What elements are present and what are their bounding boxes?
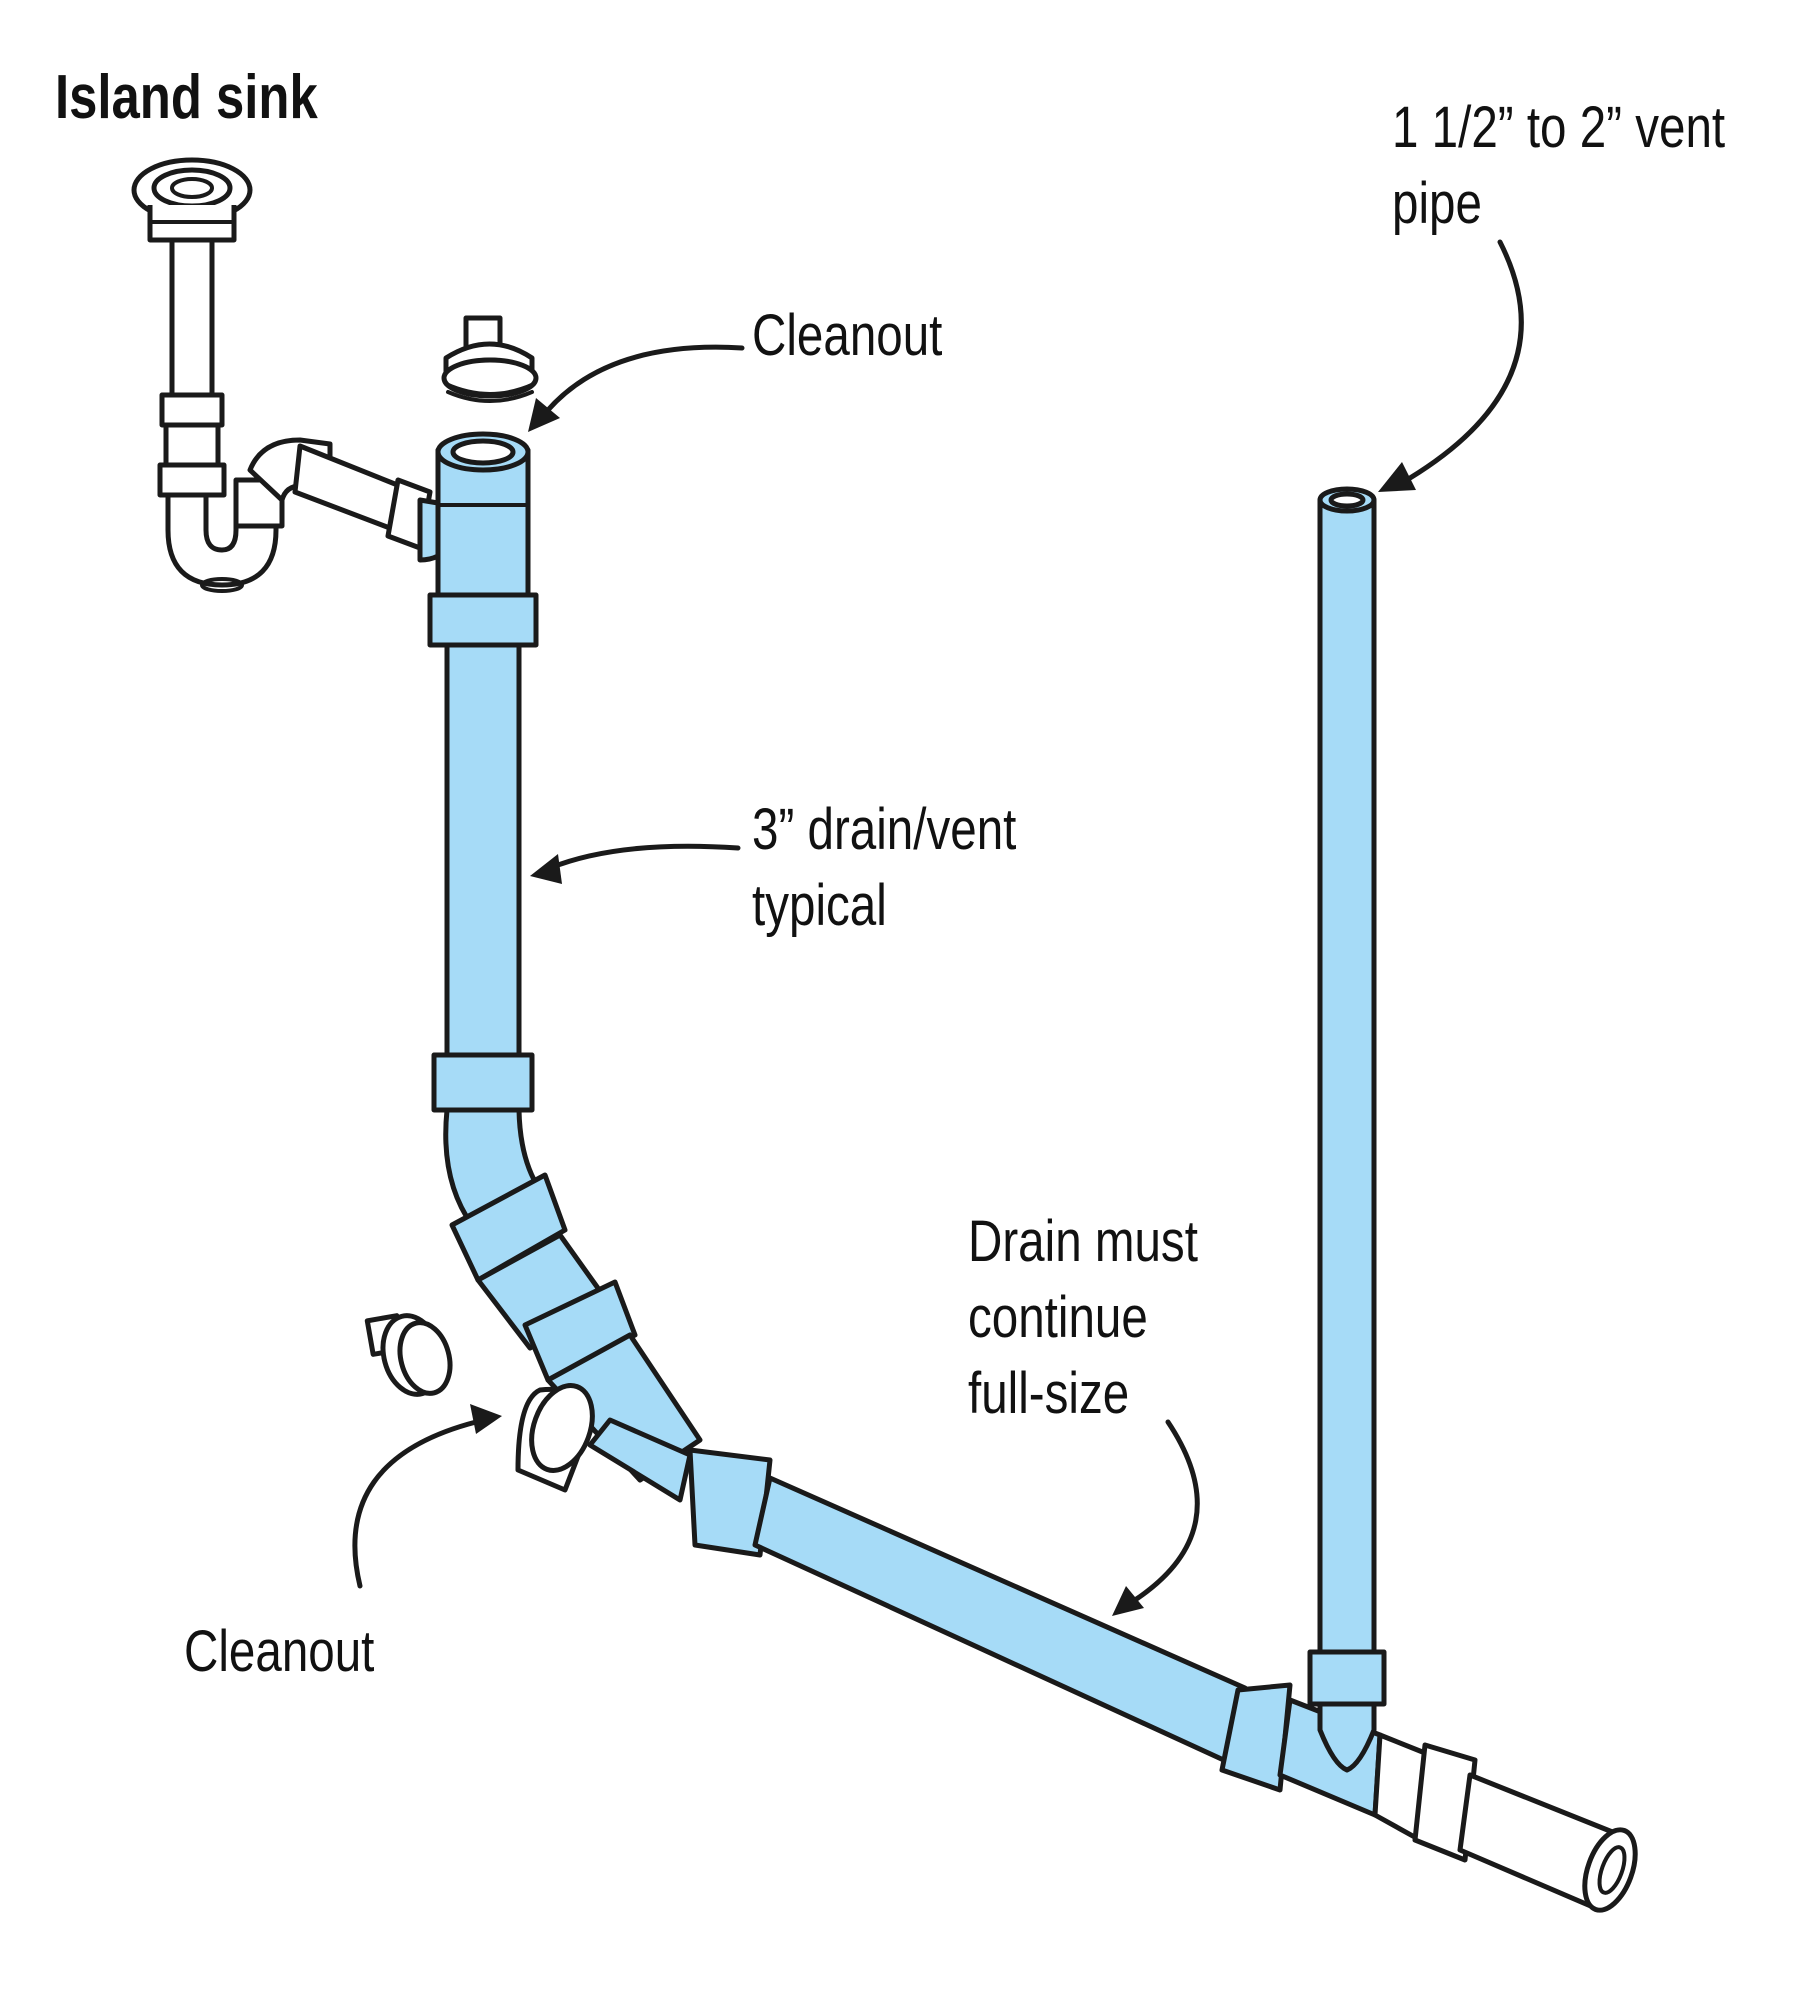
label-vent-pipe-line2: pipe — [1392, 171, 1482, 236]
p-trap — [165, 437, 433, 593]
diagram-title: Island sink — [55, 63, 318, 132]
label-cleanout-top: Cleanout — [752, 303, 943, 368]
sink-strainer — [131, 157, 253, 243]
sanitary-tee-top — [417, 431, 539, 648]
coupling-mid — [431, 1052, 535, 1113]
label-cleanout-bottom: Cleanout — [184, 1619, 375, 1684]
lower-cleanout-fitting — [515, 1383, 595, 1493]
arrow-cleanout-top — [528, 344, 745, 432]
arrow-drain-vent — [530, 843, 741, 884]
arrow-cleanout-bottom — [352, 1404, 502, 1589]
tailpiece — [157, 237, 227, 498]
downstream-pipe — [1372, 1732, 1638, 1913]
vent-pipe-riser — [1307, 486, 1387, 1773]
label-vent-pipe-line1: 1 1/2” to 2” vent — [1392, 95, 1726, 160]
top-cleanout-plug — [441, 315, 539, 403]
arrow-drain-must — [1112, 1419, 1200, 1616]
vertical-drain-pipe — [444, 642, 522, 1058]
label-drain-vent-line1: 3” drain/vent — [752, 797, 1017, 862]
label-drain-must-line2: continue — [968, 1285, 1148, 1350]
arrow-vent-pipe — [1378, 239, 1524, 492]
lower-cleanout-plug — [364, 1313, 453, 1397]
label-drain-must-line3: full-size — [968, 1361, 1130, 1426]
main-drain — [587, 1417, 1383, 1818]
label-drain-must-line1: Drain must — [968, 1209, 1198, 1274]
label-drain-vent-line2: typical — [752, 873, 887, 938]
